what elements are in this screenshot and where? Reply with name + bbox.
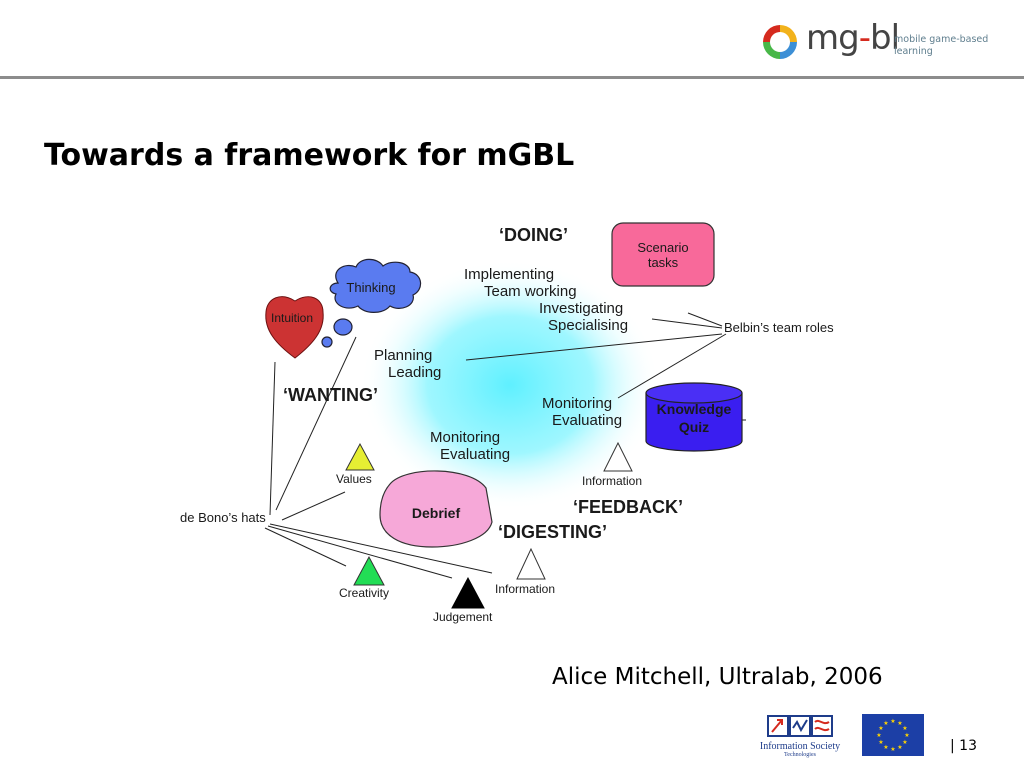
evaluating-center-label: Evaluating — [440, 446, 510, 463]
information-top-triangle-icon — [603, 441, 633, 472]
svg-text:★: ★ — [890, 746, 895, 753]
credit-line: Alice Mitchell, Ultralab, 2006 — [552, 664, 883, 690]
logo-tagline-line-2: learning — [894, 46, 933, 57]
line-thinking-debono — [275, 336, 357, 511]
thinking-label: Thinking — [346, 280, 395, 295]
intuition-label: Intuition — [271, 311, 313, 325]
logo-wordmark: mg-bl — [806, 18, 900, 58]
knowledge-label-1: Knowledge — [657, 401, 732, 417]
debono-label: de Bono’s hats — [180, 510, 266, 525]
svg-text:★: ★ — [876, 732, 881, 739]
line-intuition-debono — [269, 361, 276, 516]
scenario-label-1: Scenario — [637, 240, 688, 255]
logo-wordmark-b: bl — [869, 18, 900, 58]
svg-text:★: ★ — [890, 718, 895, 725]
knowledge-quiz-cylinder — [645, 382, 743, 452]
svg-text:★: ★ — [883, 720, 888, 727]
feedback-heading: ‘FEEDBACK’ — [573, 497, 683, 517]
monitoring-right-label: Monitoring — [542, 395, 612, 412]
team-working-label: Team working — [484, 283, 577, 300]
eu-flag-icon: ★ ★ ★ ★ ★ ★ ★ ★ ★ ★ ★ ★ — [862, 714, 924, 756]
ist-label: Information Society — [759, 741, 841, 752]
debrief-label: Debrief — [412, 505, 461, 521]
scenario-tasks-box — [611, 222, 715, 287]
line-debono-creativity — [264, 527, 347, 567]
slide-title: Towards a framework for mGBL — [44, 138, 575, 173]
header-divider — [0, 76, 1024, 79]
line-planning-belbin — [465, 333, 723, 361]
connector-lines — [264, 312, 746, 579]
svg-text:★: ★ — [878, 739, 883, 746]
logo-ring-icon — [763, 25, 797, 59]
svg-text:★: ★ — [902, 725, 907, 732]
line-monitoring-belbin — [617, 333, 727, 399]
ist-sublabel: Technologies — [784, 752, 816, 758]
creativity-label: Creativity — [339, 586, 389, 600]
cyan-glow — [360, 260, 660, 510]
thinking-cloud-icon — [321, 258, 422, 348]
information-society-logo — [767, 715, 833, 737]
digesting-heading: ‘DIGESTING’ — [498, 522, 607, 542]
judgement-label: Judgement — [433, 610, 493, 624]
line-debono-judgement — [267, 525, 453, 579]
judgement-triangle-icon — [451, 576, 485, 609]
leading-label: Leading — [388, 364, 441, 381]
svg-text:★: ★ — [897, 720, 902, 727]
line-debono-information — [269, 523, 493, 574]
belbin-label: Belbin’s team roles — [724, 320, 834, 335]
svg-text:★: ★ — [878, 725, 883, 732]
line-specialising-belbin — [651, 318, 723, 329]
scenario-label-2: tasks — [648, 255, 679, 270]
information-top-label: Information — [582, 474, 642, 488]
evaluating-right-label: Evaluating — [552, 412, 622, 429]
svg-text:★: ★ — [904, 732, 909, 739]
planning-label: Planning — [374, 347, 432, 364]
wanting-heading: ‘WANTING’ — [283, 385, 378, 405]
implementing-label: Implementing — [464, 266, 554, 283]
information-bottom-label: Information — [495, 582, 555, 596]
svg-text:★: ★ — [883, 744, 888, 751]
logo-wordmark-a: mg — [806, 18, 860, 58]
doing-heading: ‘DOING’ — [499, 225, 568, 245]
logo-wordmark-dash: - — [858, 18, 871, 58]
mgbl-logo — [763, 25, 797, 59]
logo-tagline-line-1: mobile game-based — [894, 34, 989, 45]
monitoring-center-label: Monitoring — [430, 429, 500, 446]
svg-text:★: ★ — [897, 744, 902, 751]
values-label: Values — [336, 472, 372, 486]
values-triangle-icon — [345, 442, 375, 471]
knowledge-label-2: Quiz — [679, 419, 709, 435]
page-number: | 13 — [950, 738, 977, 754]
investigating-label: Investigating — [539, 300, 623, 317]
information-bottom-triangle-icon — [516, 547, 546, 580]
debrief-speech-bubble-icon — [379, 470, 493, 548]
intuition-heart-icon — [265, 296, 324, 359]
creativity-triangle-icon — [353, 555, 385, 586]
specialising-label: Specialising — [548, 317, 628, 334]
logo-tagline: mobile game-based learning — [894, 34, 988, 58]
line-investigating-belbin — [687, 312, 723, 327]
svg-text:★: ★ — [902, 739, 907, 746]
line-values-debono — [281, 491, 346, 521]
